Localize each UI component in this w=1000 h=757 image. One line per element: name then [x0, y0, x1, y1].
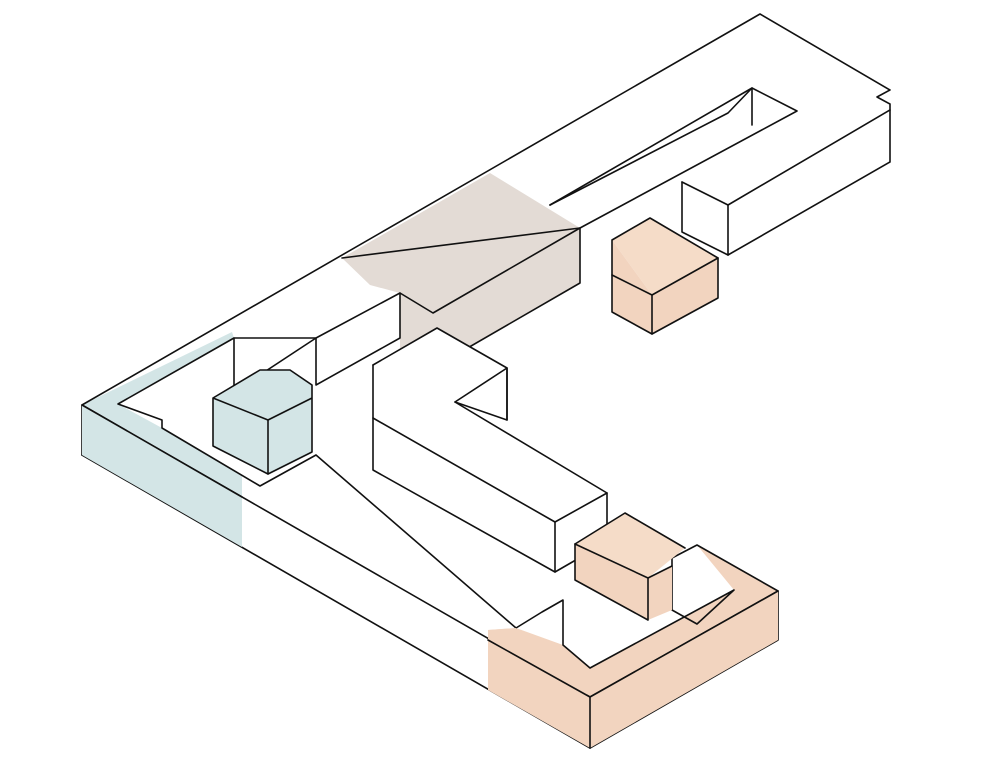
peach-front-face [488, 628, 590, 748]
perimeter-outer-edge [81, 13, 891, 456]
peach-block-lower [574, 512, 686, 621]
blue-tower-right-face [268, 398, 312, 474]
short-wing-front [681, 181, 729, 256]
peach-block-lower-right [648, 566, 672, 620]
wing-inner-edge [341, 227, 581, 259]
peach-cube-upper-left [612, 240, 652, 334]
peach-cube-upper-outline [611, 217, 719, 335]
peach-right-face [590, 591, 778, 748]
peach-cube-upper-top [612, 218, 718, 295]
step-block-edge [233, 292, 401, 393]
perimeter-top-face [82, 14, 890, 748]
peach-block-lower-left [575, 544, 648, 620]
peach-block-lower-top [575, 513, 685, 578]
blue-front-face [82, 405, 242, 547]
blue-perimeter-face [81, 404, 243, 547]
blue-front-edge [81, 404, 243, 498]
blue-tower-outline [212, 369, 313, 475]
peach-perimeter-face [487, 590, 779, 749]
peach-block-lower-outline [574, 512, 686, 549]
peach-block-lower-ridge [647, 565, 673, 579]
peach-cube-upper [611, 217, 719, 335]
peach-cube-upper-right [652, 258, 718, 334]
central-l-top [373, 328, 607, 522]
courtyard-inner-edge [549, 87, 798, 229]
courtyard-inner-lower [549, 87, 753, 206]
blue-tower [212, 369, 313, 475]
blue-tower-left-face [213, 398, 268, 474]
peach-block-lower-front [574, 543, 649, 621]
short-wing-top [681, 109, 891, 206]
